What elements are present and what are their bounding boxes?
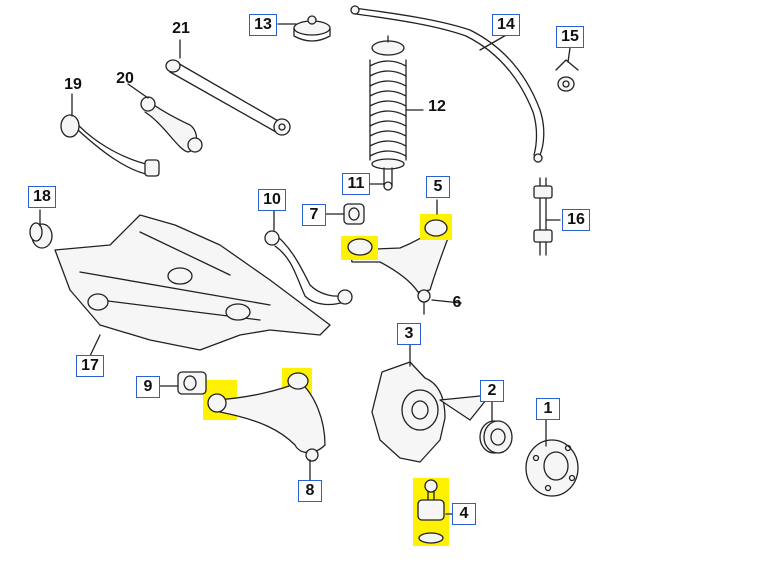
callout-1[interactable]: 1 — [536, 398, 560, 420]
part-17-rear-subframe[interactable] — [54, 214, 331, 351]
callout-9[interactable]: 9 — [136, 376, 160, 398]
part-9-bushing[interactable] — [177, 371, 207, 395]
callout-19[interactable]: 19 — [64, 76, 82, 93]
callout-15[interactable]: 15 — [556, 26, 584, 48]
callout-17[interactable]: 17 — [76, 355, 104, 377]
callout-2[interactable]: 2 — [480, 380, 504, 402]
part-8-lower-control-arm[interactable] — [203, 368, 326, 462]
part-16-stabilizer-link[interactable] — [533, 177, 553, 256]
part-10-lower-arm[interactable] — [264, 230, 353, 306]
callout-10[interactable]: 10 — [258, 189, 286, 211]
callout-6[interactable]: 6 — [452, 294, 462, 311]
callout-20[interactable]: 20 — [116, 70, 134, 87]
part-15-stabilizer-bushing[interactable] — [555, 59, 579, 92]
part-13-strut-mount[interactable] — [293, 15, 331, 42]
part-21-long-control-rod[interactable] — [165, 59, 291, 136]
part-19-lateral-arm[interactable] — [60, 114, 160, 177]
callout-14[interactable]: 14 — [492, 14, 520, 36]
callout-5[interactable]: 5 — [426, 176, 450, 198]
part-14-stabilizer-bar[interactable] — [350, 5, 545, 163]
callout-13[interactable]: 13 — [249, 14, 277, 36]
part-4-ball-joint[interactable] — [413, 478, 449, 546]
callout-8[interactable]: 8 — [298, 480, 322, 502]
callout-21[interactable]: 21 — [172, 20, 190, 37]
part-20-trailing-arm[interactable] — [140, 96, 203, 153]
part-2-wheel-bearing[interactable] — [479, 420, 513, 454]
part-12-coil-spring-strut[interactable] — [369, 35, 407, 191]
callout-7[interactable]: 7 — [302, 204, 326, 226]
part-7-bushing[interactable] — [343, 203, 365, 225]
part-1-wheel-hub[interactable] — [525, 439, 579, 497]
callout-12[interactable]: 12 — [428, 98, 446, 115]
part-5-upper-control-arm[interactable] — [341, 214, 452, 315]
part-18-bushing[interactable] — [29, 222, 53, 249]
callout-4[interactable]: 4 — [452, 503, 476, 525]
callout-3[interactable]: 3 — [397, 323, 421, 345]
part-3-steering-knuckle[interactable] — [371, 361, 491, 463]
callout-11[interactable]: 11 — [342, 173, 370, 195]
callout-16[interactable]: 16 — [562, 209, 590, 231]
callout-18[interactable]: 18 — [28, 186, 56, 208]
